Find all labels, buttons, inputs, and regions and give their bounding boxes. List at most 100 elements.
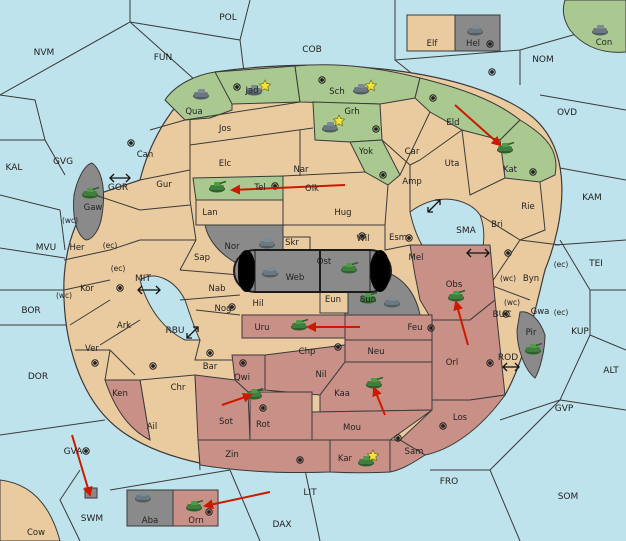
region-Kar[interactable]	[329, 439, 391, 474]
region-label: Ost	[317, 257, 332, 267]
region-label: Orn	[188, 516, 203, 526]
supply-center-dot	[372, 125, 380, 133]
region-label: Gur	[156, 180, 172, 190]
sea-label: GVA	[64, 447, 84, 457]
region-label: Zin	[225, 450, 239, 460]
double-arrow-icon	[466, 248, 490, 258]
region-label: Sot	[219, 417, 234, 427]
region-label: Hug	[334, 208, 351, 218]
sea-label: SWM	[81, 514, 103, 524]
double-arrow-icon	[109, 173, 131, 183]
region-label: Eld	[446, 118, 459, 128]
coast-label-layer: (wc) (ec) (ec) (wc) (wc) (ec) (wc) (ec)	[56, 216, 568, 317]
supply-center-dot	[82, 447, 90, 455]
region-label: Yok	[358, 147, 373, 157]
sea-label: MVU	[36, 243, 57, 253]
supply-center-dot	[502, 310, 510, 318]
region-label: Obs	[446, 280, 463, 290]
region-label: Hel	[466, 39, 480, 49]
double-arrow-icon	[502, 362, 520, 372]
region-label: Jos	[218, 124, 232, 134]
region-Hel[interactable]	[454, 14, 501, 52]
region-label: Cow	[27, 528, 45, 538]
region-label: Jad	[244, 86, 258, 96]
coast-label: (wc)	[504, 298, 520, 307]
sea-label: FRO	[440, 477, 459, 487]
region-label: Kat	[503, 165, 518, 175]
region-Ken[interactable]	[104, 379, 151, 441]
star-icon	[258, 79, 380, 462]
sea-label: SMA	[456, 226, 476, 236]
region-label: Sam	[405, 447, 424, 457]
region-Sot[interactable]	[194, 374, 251, 441]
supply-center-dot	[427, 324, 435, 332]
region-label: Amp	[402, 177, 422, 187]
region-label: Rot	[256, 420, 271, 430]
sea-label: KUP	[571, 327, 589, 337]
region-label: Orl	[446, 358, 459, 368]
sea-label: COB	[302, 45, 322, 55]
region-Neu[interactable]	[344, 339, 433, 363]
region-SWM-unit-box	[84, 487, 98, 499]
region-label: Uta	[445, 159, 460, 169]
region-label: Tel	[253, 183, 265, 193]
supply-center-dot	[228, 303, 236, 311]
region-label: Sch	[329, 87, 344, 97]
region-label: Sun	[360, 295, 376, 305]
region-label: Olk	[305, 184, 319, 194]
region-Kat[interactable]	[499, 119, 557, 183]
supply-center-dot	[486, 40, 494, 48]
sea-label: TEI	[588, 259, 603, 269]
region-label: Kar	[338, 454, 353, 464]
supply-center-dot	[296, 456, 304, 464]
sea-label: SOM	[558, 492, 579, 502]
coast-label: (ec)	[103, 241, 118, 250]
order-arrow	[221, 392, 253, 406]
region-label: Ail	[147, 422, 158, 432]
region-label: Qwi	[234, 373, 250, 383]
sea-label: ROD	[498, 353, 518, 363]
region-label: Con	[596, 38, 613, 48]
supply-center-dot	[405, 234, 413, 242]
supply-center-dot	[318, 76, 326, 84]
order-arrow	[453, 300, 469, 346]
region-Aba[interactable]	[126, 489, 174, 527]
region-label: Nab	[209, 284, 226, 294]
region-label: Hil	[252, 299, 263, 309]
region-Yok[interactable]	[349, 139, 401, 186]
sea-label: DOR	[28, 372, 48, 382]
region-label: Aba	[142, 516, 158, 526]
region-label: Chr	[171, 383, 186, 393]
supply-center-dot	[379, 171, 387, 179]
region-label: Neu	[368, 347, 385, 357]
canal-arrows	[109, 173, 520, 372]
region-label: Ark	[117, 321, 131, 331]
supply-center-dot	[206, 349, 214, 357]
sea-label: MIT	[135, 274, 151, 284]
supply-center-dot	[271, 182, 279, 190]
region-label: Bri	[491, 220, 503, 230]
order-arrow	[71, 434, 93, 497]
region-label: Wil	[357, 234, 370, 244]
double-arrow-icon	[186, 326, 199, 339]
coast-label: (wc)	[56, 291, 72, 300]
capsule-left-cap	[238, 250, 255, 292]
order-arrow	[454, 104, 502, 147]
region-label: Rie	[521, 202, 535, 212]
region-label: Grh	[344, 107, 359, 117]
supply-centers	[82, 40, 537, 516]
region-label: Web	[286, 273, 305, 283]
region-Gaw[interactable]	[73, 162, 105, 241]
region-label: Mel	[409, 253, 424, 263]
sea-label: POL	[219, 13, 237, 23]
region-Zin[interactable]	[197, 439, 331, 474]
region-Elf[interactable]	[406, 14, 456, 52]
region-label: Uru	[254, 323, 269, 333]
region-Sam[interactable]	[389, 439, 426, 473]
sea-label: KAL	[6, 163, 23, 173]
region-label: Esm	[389, 233, 407, 243]
region-Con[interactable]	[562, 0, 626, 53]
region-Rot[interactable]	[249, 391, 313, 441]
